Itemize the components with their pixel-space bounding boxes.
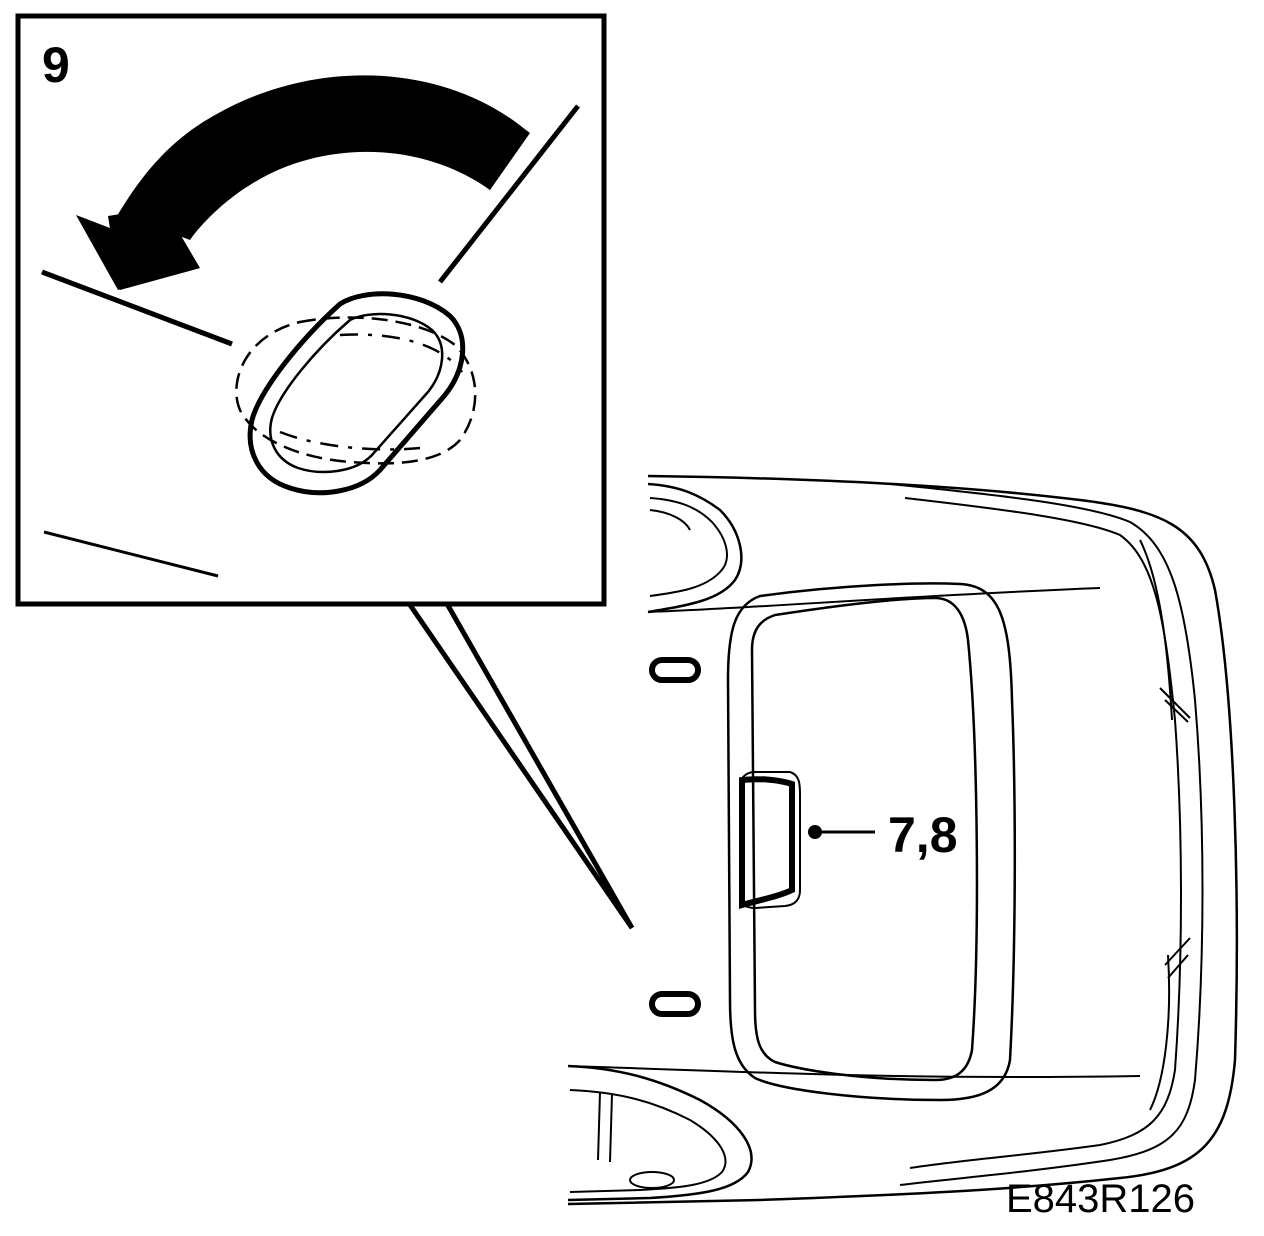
- headliner-trim-notch-bottom: [1164, 937, 1191, 979]
- headliner-trim-line-1: [889, 483, 1204, 1186]
- figure-code: E843R126: [1006, 1177, 1195, 1221]
- overhead-console-frame: [726, 582, 1017, 1102]
- lamp-rotated-inner: [269, 312, 444, 474]
- sun-visor-clip: [629, 1171, 675, 1189]
- headliner-trim-line-3: [1139, 539, 1173, 1111]
- inset-headliner-line-right: [438, 104, 580, 284]
- interior-lamp-lens: [739, 776, 795, 909]
- lamp-original-inner: [279, 333, 464, 451]
- headliner-trim-line-2: [904, 497, 1182, 1169]
- slot-upper: [649, 657, 701, 683]
- sun-visor-left-upper-bracket: [649, 509, 691, 531]
- callout-label: 7,8: [888, 807, 958, 863]
- headliner-outer-edge: [567, 474, 1239, 1206]
- headliner-trim-notch-top: [1159, 687, 1191, 723]
- sun-visor-left-lower-inner: [569, 1089, 727, 1193]
- overhead-console-panel: [750, 596, 979, 1082]
- curved-arrow-body: [108, 82, 530, 290]
- detail-inset: 9: [15, 13, 635, 930]
- inset-headliner-line-top: [41, 269, 233, 347]
- sun-visor-left-lower: [567, 1064, 753, 1202]
- sun-visor-left-upper-inner: [649, 497, 728, 597]
- sun-visor-left-upper: [647, 482, 743, 614]
- inset-step-number: 9: [42, 37, 70, 93]
- windshield-edge: [647, 587, 1101, 613]
- lamp-rotated-outer: [247, 291, 466, 496]
- roof-headliner: 7,8: [567, 474, 1239, 1206]
- inset-pointer: [405, 600, 635, 930]
- slot-lower: [649, 991, 701, 1017]
- lamp-original-position: [235, 316, 477, 465]
- inset-headliner-line-bottom: [43, 530, 219, 578]
- curved-arrow-counterclockwise-icon: [76, 75, 528, 290]
- sun-visor-left-lower-bracket: [597, 1091, 613, 1163]
